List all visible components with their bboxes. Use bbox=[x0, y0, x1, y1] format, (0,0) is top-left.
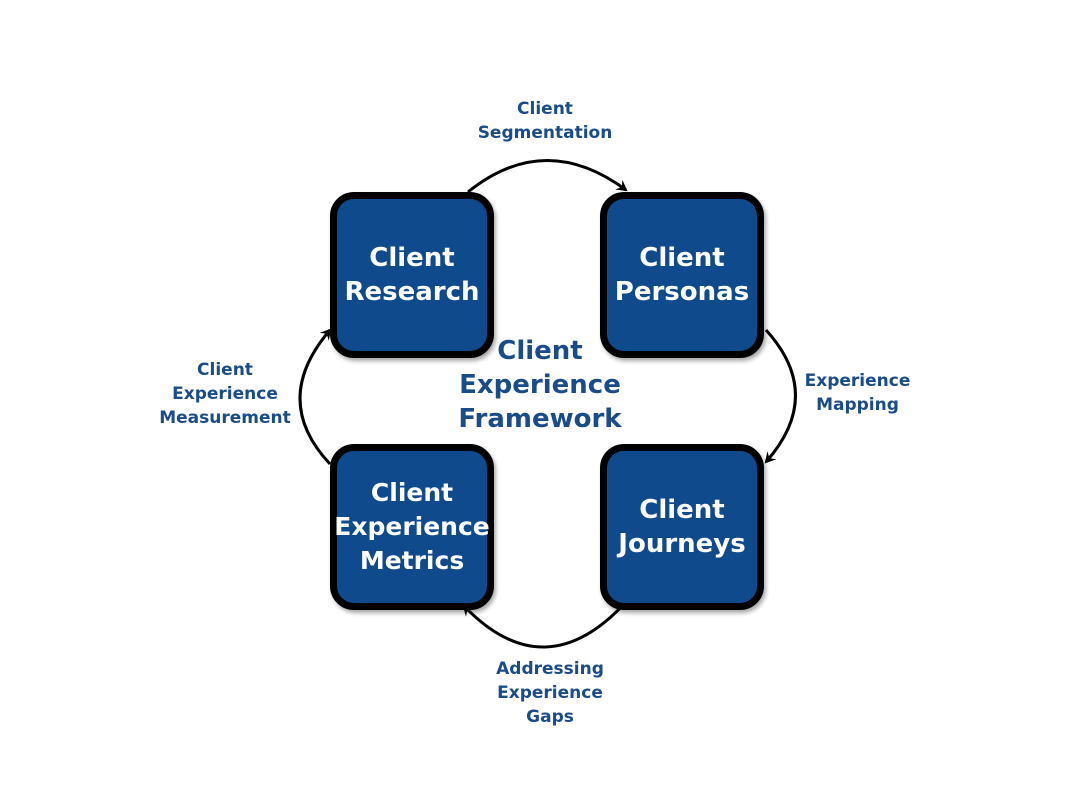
node-client-journeys: Client Journeys bbox=[600, 444, 764, 610]
edge-label-gaps: Addressing Experience Gaps bbox=[496, 659, 604, 727]
node-client-research: Client Research bbox=[330, 192, 494, 358]
node-label: Client Research bbox=[344, 243, 480, 307]
edge-label-measurement: Client Experience Measurement bbox=[159, 360, 291, 428]
node-client-personas: Client Personas bbox=[600, 192, 764, 358]
edge-label-mapping: Experience Mapping bbox=[804, 371, 911, 415]
diagram-title: Client Experience Framework bbox=[458, 336, 622, 434]
edge-label-segmentation: Client Segmentation bbox=[477, 99, 613, 143]
arrow-gaps bbox=[462, 600, 628, 649]
arrow-segmentation bbox=[467, 159, 628, 194]
node-client-experience-metrics: Client Experience Metrics bbox=[330, 444, 494, 610]
node-label: Client Personas bbox=[614, 243, 750, 307]
arrow-mapping bbox=[764, 328, 797, 464]
node-label: Client Journeys bbox=[618, 495, 746, 559]
arrow-measurement bbox=[298, 328, 332, 466]
node-label: Client Experience Metrics bbox=[334, 478, 490, 575]
